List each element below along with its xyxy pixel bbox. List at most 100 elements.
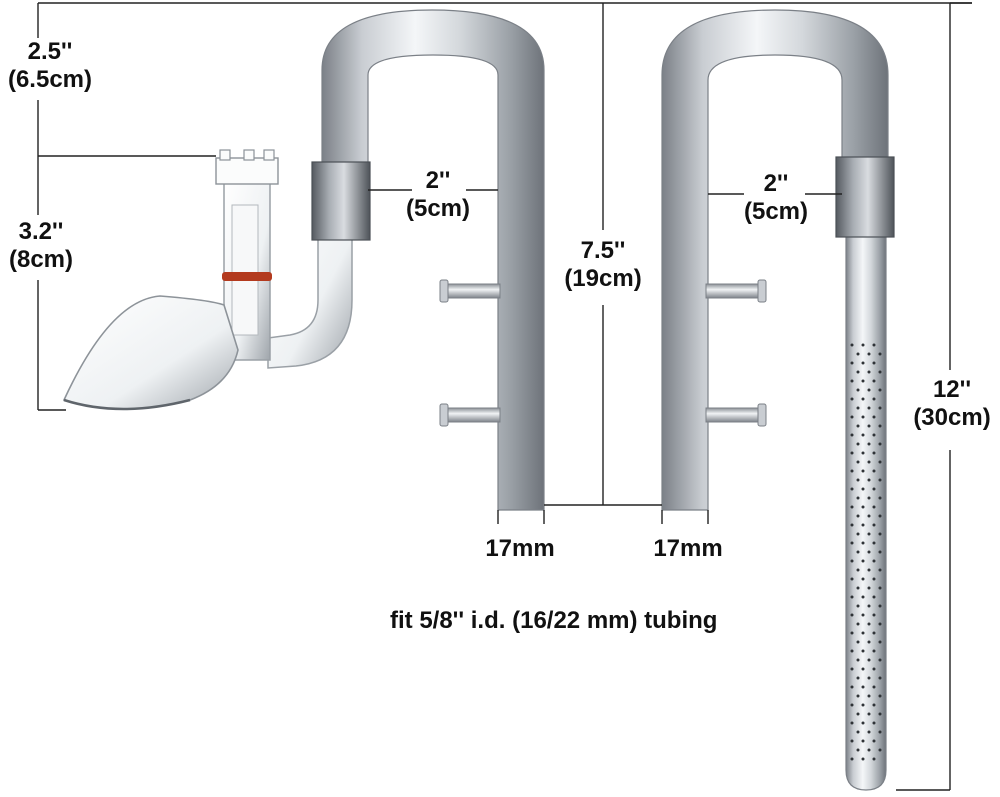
perforation-hole [861,505,865,509]
inflow-top-height-label: 2.5'' (6.5cm) [0,38,102,94]
perforation-hole [856,478,860,482]
perforation-hole [872,523,876,527]
perforation-hole [856,694,860,698]
perforation-hole [872,541,876,545]
perforation-hole [867,460,871,464]
perforation-hole [856,424,860,428]
perforation-hole [867,442,871,446]
perforation-hole [867,640,871,644]
perforation-hole [861,595,865,599]
perforation-hole [861,523,865,527]
steel-inflow-pipe [311,9,545,511]
perforation-hole [850,613,854,617]
tube-height-label: 7.5'' (19cm) [550,237,656,293]
perforation-hole [872,631,876,635]
perforation-hole [872,739,876,743]
perforation-hole [872,343,876,347]
perforation-hole [878,478,882,482]
perforation-hole [856,442,860,446]
perforation-hole [861,343,865,347]
perforation-hole [861,631,865,635]
perforation-hole [850,451,854,455]
perforation-hole [872,577,876,581]
perforation-holes [850,343,882,761]
perforation-hole [867,712,871,716]
perforation-hole [850,397,854,401]
perforation-hole [867,532,871,536]
perforation-hole [872,505,876,509]
perforation-hole [872,595,876,599]
perforation-hole [861,613,865,617]
perforation-hole [867,514,871,518]
perforation-hole [856,622,860,626]
perforation-hole [850,685,854,689]
perforation-hole [850,343,854,347]
perforation-hole [878,730,882,734]
perforation-hole [878,388,882,392]
perforation-hole [867,748,871,752]
perforation-hole [856,496,860,500]
outflow-length-label: 12'' (30cm) [900,376,1000,432]
perforation-hole [861,433,865,437]
outflow-length-cm: (30cm) [913,404,991,431]
perforation-hole [872,469,876,473]
perforation-hole [850,649,854,653]
perforation-hole [861,469,865,473]
gasket-ring [222,272,272,281]
perforation-hole [872,397,876,401]
perforation-hole [856,370,860,374]
perforation-hole [861,577,865,581]
perforation-hole [850,703,854,707]
perforation-hole [861,703,865,707]
perforation-hole [872,667,876,671]
perforation-hole [861,487,865,491]
perforation-hole [856,640,860,644]
tube-height-inch: 7.5'' [580,237,626,264]
perforation-hole [850,721,854,725]
perforation-hole [850,469,854,473]
perforation-hole [856,460,860,464]
perforation-hole [850,667,854,671]
perforation-hole [872,703,876,707]
outflow-clip-width-inch: 2'' [763,170,789,197]
perforation-hole [861,541,865,545]
perforation-hole [878,568,882,572]
perforation-hole [861,379,865,383]
perforation-hole [878,532,882,536]
perforation-hole [856,586,860,590]
inflow-bottom-height-label: 3.2'' (8cm) [0,218,84,274]
perforation-hole [850,541,854,545]
perforation-hole [867,658,871,662]
inflow-clip-width-inch: 2'' [425,167,451,194]
perforation-hole [867,424,871,428]
perforation-hole [878,640,882,644]
perforation-hole [878,514,882,518]
perforation-hole [850,559,854,563]
perforation-hole [878,694,882,698]
perforation-hole [850,523,854,527]
perforation-hole [861,649,865,653]
perforation-hole [878,604,882,608]
perforation-hole [867,550,871,554]
perforation-hole [856,568,860,572]
perforation-hole [872,649,876,653]
perforation-hole [856,388,860,392]
steel-outflow-pipe [661,9,895,791]
perforation-hole [850,361,854,365]
perforation-hole [856,550,860,554]
tube-height-cm: (19cm) [564,265,642,292]
perforation-hole [867,568,871,572]
perforation-hole [867,370,871,374]
perforation-hole [878,676,882,680]
outflow-clip-width-label: 2'' (5cm) [728,170,824,226]
inflow-clip-width-label: 2'' (5cm) [390,167,486,223]
perforation-hole [878,550,882,554]
perforation-hole [861,757,865,761]
perforation-hole [878,424,882,428]
perforation-hole [856,604,860,608]
perforation-hole [850,595,854,599]
outflow-diameter-label: 17mm [653,535,723,562]
perforation-hole [872,415,876,419]
